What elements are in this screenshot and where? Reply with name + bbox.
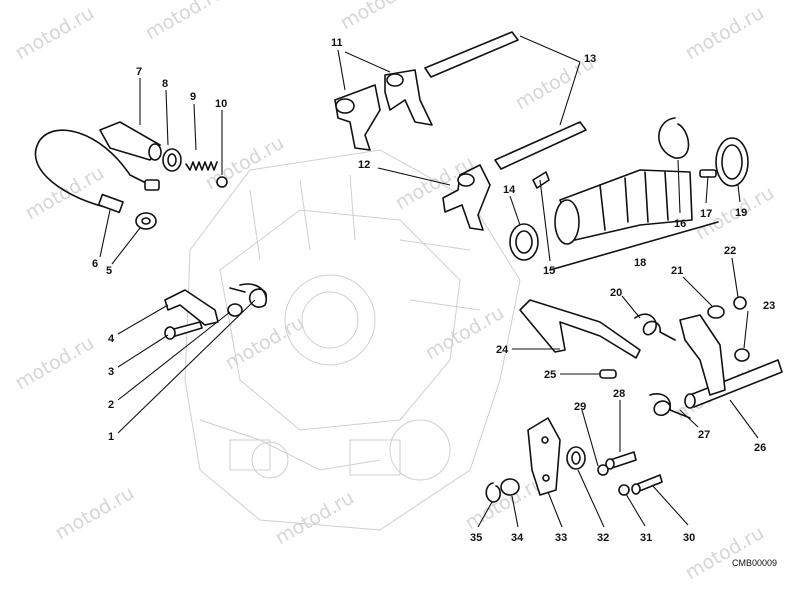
watermark: motod.ru xyxy=(682,2,768,65)
watermark: motod.ru xyxy=(222,312,308,375)
callout-23: 23 xyxy=(763,300,775,312)
callout-11: 11 xyxy=(331,37,343,49)
callout-5: 5 xyxy=(106,265,112,277)
callout-2: 2 xyxy=(108,399,114,411)
callout-3: 3 xyxy=(108,366,114,378)
callout-35: 35 xyxy=(470,532,482,544)
callout-14: 14 xyxy=(503,184,516,196)
callout-10: 10 xyxy=(215,98,227,110)
callout-25: 25 xyxy=(544,369,556,381)
watermark: motod.ru xyxy=(22,162,108,225)
callout-20: 20 xyxy=(610,287,622,299)
parts-layer xyxy=(34,31,783,503)
watermark: motod.ru xyxy=(337,0,423,34)
callout-1: 1 xyxy=(108,431,114,443)
engine-case-outline xyxy=(184,149,521,531)
callout-labels: 1 2 3 4 5 6 7 8 9 10 11 12 13 14 15 16 1… xyxy=(92,37,775,544)
callout-18: 18 xyxy=(634,257,646,269)
callout-28: 28 xyxy=(613,388,625,400)
callout-32: 32 xyxy=(597,532,609,544)
callout-19: 19 xyxy=(735,207,747,219)
callout-12: 12 xyxy=(358,159,370,171)
diagram-code: CMB00009 xyxy=(732,558,777,568)
callout-26: 26 xyxy=(754,442,766,454)
callout-31: 31 xyxy=(640,532,652,544)
callout-17: 17 xyxy=(700,208,712,220)
callout-24: 24 xyxy=(496,344,509,356)
callout-9: 9 xyxy=(190,91,196,103)
callout-34: 34 xyxy=(511,532,524,544)
callout-7: 7 xyxy=(136,66,142,78)
callout-8: 8 xyxy=(162,78,168,90)
callout-30: 30 xyxy=(683,532,695,544)
watermark: motod.ru xyxy=(142,0,228,44)
callout-21: 21 xyxy=(671,265,683,277)
callout-16: 16 xyxy=(674,218,686,230)
watermark: motod.ru xyxy=(52,482,138,545)
watermark: motod.ru xyxy=(272,487,358,550)
watermark: motod.ru xyxy=(202,132,288,195)
callout-27: 27 xyxy=(698,429,710,441)
callout-22: 22 xyxy=(724,245,736,257)
watermark: motod.ru xyxy=(12,2,98,65)
callout-33: 33 xyxy=(555,532,567,544)
callout-13: 13 xyxy=(584,53,596,65)
callout-6: 6 xyxy=(92,258,98,270)
callout-15: 15 xyxy=(543,265,555,277)
callout-29: 29 xyxy=(574,401,586,413)
callout-4: 4 xyxy=(108,333,115,345)
leader-lines xyxy=(99,35,759,528)
watermark: motod.ru xyxy=(12,332,98,395)
